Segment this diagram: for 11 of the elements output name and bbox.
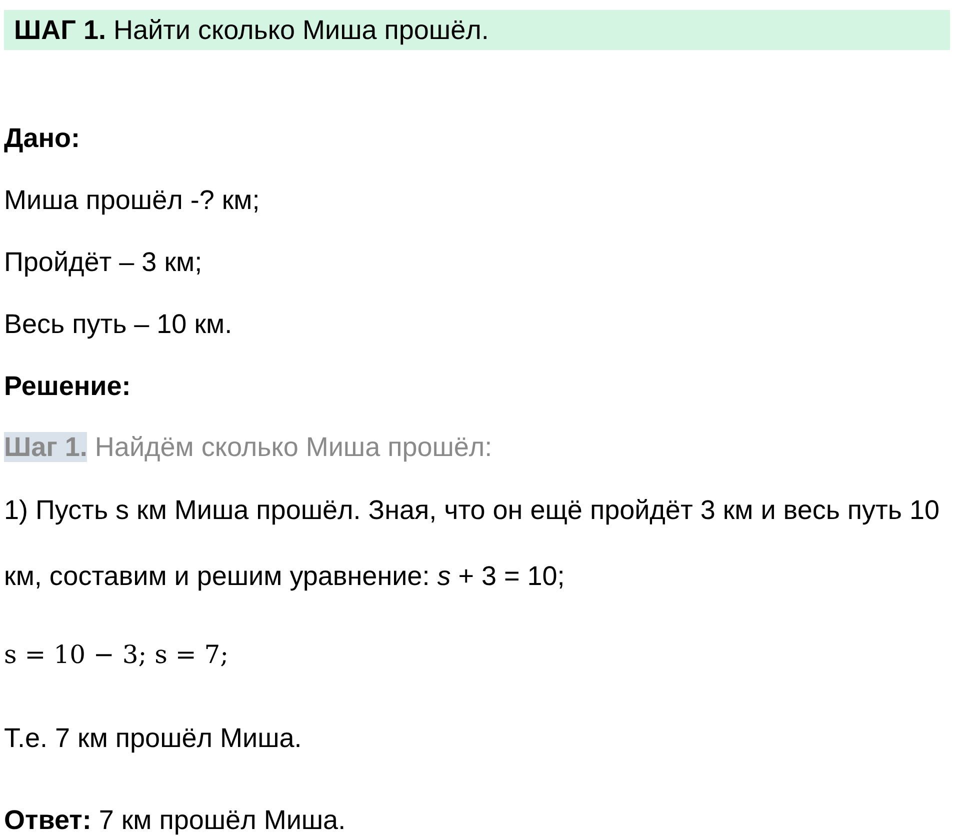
step-heading: ШАГ 1. Найти сколько Миша прошёл. — [4, 10, 950, 50]
equation-line: s = 10 − 3; s = 7; — [4, 639, 229, 671]
answer-line: Ответ: 7 км прошёл Миша. — [4, 804, 346, 837]
solution-paragraph: 1) Пусть s км Миша прошёл. Зная, что он ещё пройдёт 3 км и весь путь 10 км, составим и решим уравнение: s + 3 = 10; — [4, 494, 941, 593]
given-line: Миша прошёл -? км; — [4, 184, 260, 217]
step-heading: Шаг 1. Найдём сколько Миша прошёл: — [4, 431, 492, 464]
given-line: Весь путь – 10 км. — [4, 308, 232, 341]
section-heading: Дано: — [4, 122, 80, 155]
conclusion-line: Т.е. 7 км прошёл Миша. — [4, 722, 302, 755]
section-heading: Решение: — [4, 370, 131, 403]
given-line: Пройдёт – 3 км; — [4, 246, 202, 279]
